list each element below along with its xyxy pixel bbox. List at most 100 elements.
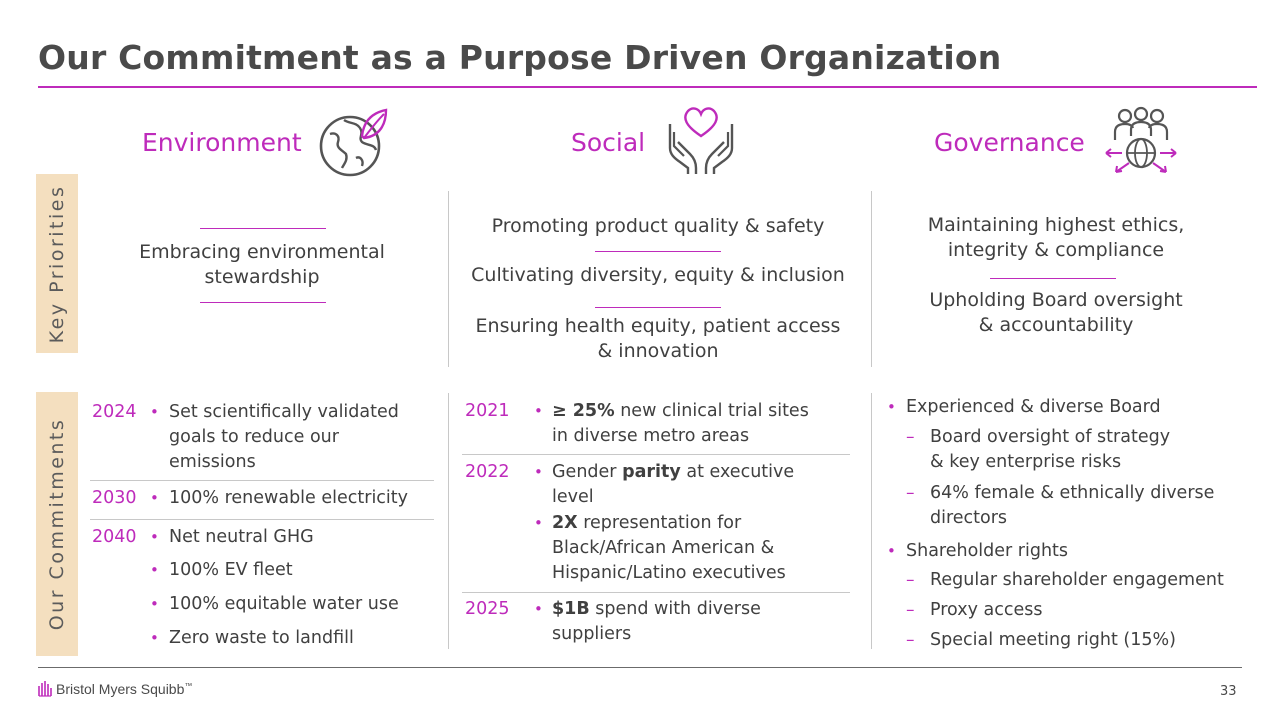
commitment-item: Zero waste to landfill <box>169 628 354 648</box>
commitment-subitem: Special meeting right (15%) <box>930 630 1176 650</box>
sub-bullet: – <box>906 570 915 590</box>
people-globe-icon <box>1105 106 1177 173</box>
commitment-item: 100% equitable water use <box>169 594 399 614</box>
commitment-item: Experienced & diverse Board <box>906 397 1161 417</box>
bullet: • <box>887 542 896 560</box>
priority-social-health-equity: Ensuring health equity, patient access &… <box>452 314 864 364</box>
priority-divider <box>200 228 326 229</box>
commitment-text: Board oversight of strategy <box>930 427 1171 447</box>
commitment-emphasis: $1B <box>552 599 590 619</box>
commitment-text: in diverse metro areas <box>552 426 750 446</box>
year-label: 2025 <box>465 599 510 619</box>
bullet: • <box>150 561 159 579</box>
commitment-text: Gender <box>552 462 623 482</box>
commitment-item: ≥ 25% new clinical trial sites in divers… <box>552 399 809 449</box>
key-priorities-label: Key Priorities <box>46 184 68 343</box>
commitment-text: representation for <box>577 513 742 533</box>
commitment-text: & key enterprise risks <box>930 452 1122 472</box>
pillar-environment-heading: Environment <box>142 128 302 157</box>
globe-leaf-icon <box>319 108 388 177</box>
commitment-text: suppliers <box>552 624 632 644</box>
commitment-item: Net neutral GHG <box>169 527 314 547</box>
hands-heart-icon <box>668 107 734 174</box>
row-divider <box>90 519 434 520</box>
commitment-text: Set scientifically validated <box>169 402 399 422</box>
bms-logo: Bristol Myers Squibb™ <box>38 680 192 697</box>
page-title: Our Commitment as a Purpose Driven Organ… <box>38 38 1002 77</box>
sub-bullet: – <box>906 630 915 650</box>
sub-bullet: – <box>906 483 915 503</box>
commitment-emphasis: parity <box>622 462 681 482</box>
bullet: • <box>150 595 159 613</box>
row-divider <box>462 592 850 593</box>
year-label: 2024 <box>92 402 137 422</box>
bullet: • <box>150 489 159 507</box>
priority-divider <box>595 251 721 252</box>
commitment-emphasis: 2X <box>552 513 578 533</box>
commitment-emphasis: ≥ 25% <box>552 401 615 421</box>
year-label: 2022 <box>465 462 510 482</box>
bullet: • <box>534 402 543 420</box>
priority-text: stewardship <box>204 266 320 288</box>
commitments-column-divider <box>871 393 872 649</box>
commitment-text: Black/African American & <box>552 538 775 558</box>
priority-text: Maintaining highest ethics, <box>927 214 1185 236</box>
commitment-text: at executive <box>680 462 795 482</box>
priority-social-quality: Promoting product quality & safety <box>491 215 825 237</box>
commitments-column-divider <box>448 393 449 649</box>
commitment-text: new clinical trial sites <box>614 401 809 421</box>
commitment-item: Shareholder rights <box>906 541 1069 561</box>
sub-bullet: – <box>906 600 915 620</box>
commitment-text: emissions <box>169 452 256 472</box>
bullet: • <box>150 629 159 647</box>
commitment-item: 100% renewable electricity <box>169 488 409 508</box>
bullet: • <box>534 600 543 618</box>
row-divider <box>462 454 850 455</box>
commitment-text: directors <box>930 508 1008 528</box>
commitment-item: 100% EV fleet <box>169 560 293 580</box>
priority-text: Embracing environmental <box>139 241 385 263</box>
commitment-item: 2X representation for Black/African Amer… <box>552 511 786 586</box>
footer-divider <box>38 667 1242 668</box>
sub-bullet: – <box>906 427 915 447</box>
commitment-subitem: Regular shareholder engagement <box>930 570 1224 590</box>
commitment-text: level <box>552 487 594 507</box>
year-label: 2030 <box>92 488 137 508</box>
commitment-item: Set scientifically validated goals to re… <box>169 400 431 475</box>
commitment-text: goals to reduce our <box>169 427 339 447</box>
priority-environment: Embracing environmental stewardship <box>92 240 432 290</box>
priority-text: integrity & compliance <box>947 239 1165 261</box>
key-priorities-tab: Key Priorities <box>36 174 78 353</box>
year-label: 2021 <box>465 401 510 421</box>
priority-text: Ensuring health equity, patient access <box>475 315 841 337</box>
commitment-text: spend with diverse <box>589 599 761 619</box>
priority-divider <box>595 307 721 308</box>
priority-text: Upholding Board oversight <box>929 289 1183 311</box>
row-divider <box>90 480 434 481</box>
our-commitments-tab: Our Commitments <box>36 392 78 656</box>
page-number: 33 <box>1220 684 1237 699</box>
bullet: • <box>150 528 159 546</box>
priority-social-diversity: Cultivating diversity, equity & inclusio… <box>471 264 845 286</box>
commitment-subitem: 64% female & ethnically diverse director… <box>930 481 1214 531</box>
year-label: 2040 <box>92 527 137 547</box>
priorities-column-divider <box>871 191 872 367</box>
commitment-text: 64% female & ethnically diverse <box>930 483 1215 503</box>
priority-divider <box>990 278 1116 279</box>
bms-logo-icon <box>38 681 52 697</box>
bullet: • <box>534 463 543 481</box>
commitment-subitem: Proxy access <box>930 600 1043 620</box>
pillar-social-heading: Social <box>571 128 646 157</box>
pillar-governance-heading: Governance <box>934 128 1085 157</box>
bms-logo-text: Bristol Myers Squibb™ <box>56 680 193 697</box>
bullet: • <box>887 398 896 416</box>
priority-text: & accountability <box>978 314 1134 336</box>
our-commitments-label: Our Commitments <box>46 417 68 631</box>
priority-governance-board: Upholding Board oversight & accountabili… <box>876 288 1236 338</box>
title-divider <box>38 86 1257 88</box>
priority-text: & innovation <box>597 340 719 362</box>
priorities-column-divider <box>448 191 449 367</box>
commitment-item: Gender parity at executive level <box>552 460 794 510</box>
priority-divider <box>200 302 326 303</box>
commitment-text: Hispanic/Latino executives <box>552 563 786 583</box>
